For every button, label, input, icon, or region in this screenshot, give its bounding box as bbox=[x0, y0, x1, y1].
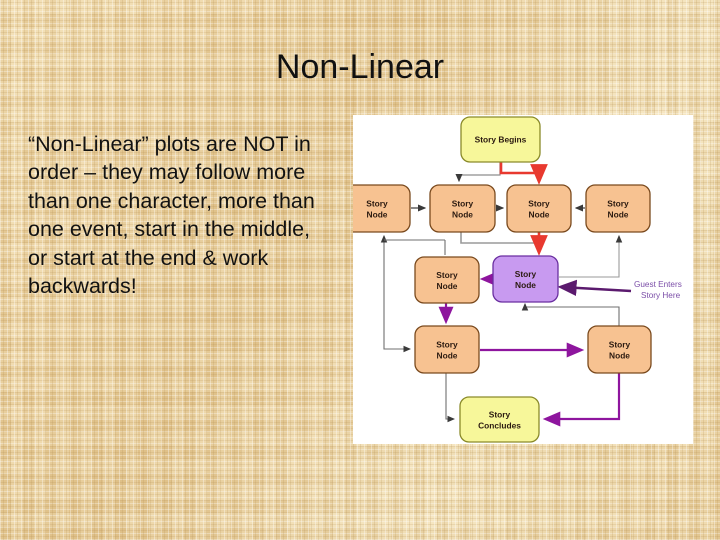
node-shape bbox=[492, 255, 559, 303]
node-shape bbox=[459, 396, 540, 443]
guest-enters-label-line2: Story Here bbox=[641, 291, 681, 300]
node-label-line2: Node bbox=[437, 351, 458, 361]
story-flow-diagram: Story BeginsStoryNodeStoryNodeStoryNodeS… bbox=[353, 115, 693, 444]
node-label-line2: Node bbox=[437, 281, 458, 291]
node-label-line1: Story bbox=[489, 410, 511, 420]
edge-guest-to-node4 bbox=[559, 234, 623, 278]
node-shape bbox=[414, 256, 480, 304]
node-shape bbox=[506, 184, 572, 233]
edge-node2-down-gray bbox=[460, 232, 536, 244]
node-label-line2: Node bbox=[529, 210, 550, 220]
node-layer: Story BeginsStoryNodeStoryNodeStoryNodeS… bbox=[353, 116, 652, 443]
node-label-line1: Story bbox=[436, 340, 458, 350]
edge-node6-to-end bbox=[445, 373, 456, 423]
node-label-line1: Story bbox=[436, 270, 458, 280]
node-label-line1: Story bbox=[366, 199, 388, 209]
node-label-line1: Story Begins bbox=[475, 135, 527, 145]
node-shape bbox=[429, 184, 496, 233]
edge-node7-to-end-purple bbox=[542, 373, 621, 427]
edge-left-rail-into-node6 bbox=[383, 327, 412, 353]
node-label-line1: Story bbox=[609, 340, 631, 350]
node-shape bbox=[460, 116, 541, 163]
node-label-line1: Story bbox=[528, 199, 550, 209]
node-label-line2: Node bbox=[452, 210, 473, 220]
node-label-line1: Story bbox=[607, 199, 629, 209]
edge-start-to-node3-red bbox=[499, 162, 548, 185]
node-shape bbox=[585, 184, 651, 233]
diagram-node-start: Story Begins bbox=[460, 116, 541, 163]
node-label-line1: Story bbox=[515, 269, 537, 279]
node-label-line2: Concludes bbox=[478, 421, 521, 431]
node-shape bbox=[353, 184, 411, 233]
node-shape bbox=[587, 325, 652, 374]
body-paragraph: “Non-Linear” plots are NOT in order – th… bbox=[28, 132, 315, 299]
guest-enters-label-line1: Guest Enters bbox=[634, 280, 682, 289]
guest-enters-pointer bbox=[557, 279, 632, 297]
node-label-line2: Node bbox=[515, 280, 536, 290]
node-label-line1: Story bbox=[452, 199, 474, 209]
node-label-line2: Node bbox=[608, 210, 629, 220]
edge-node7-to-guest bbox=[521, 302, 620, 326]
connector-layer bbox=[380, 162, 632, 427]
node-label-line2: Node bbox=[367, 210, 388, 220]
page-title: Non-Linear bbox=[275, 48, 445, 86]
node-shape bbox=[414, 325, 480, 374]
node-label-line2: Node bbox=[609, 351, 630, 361]
